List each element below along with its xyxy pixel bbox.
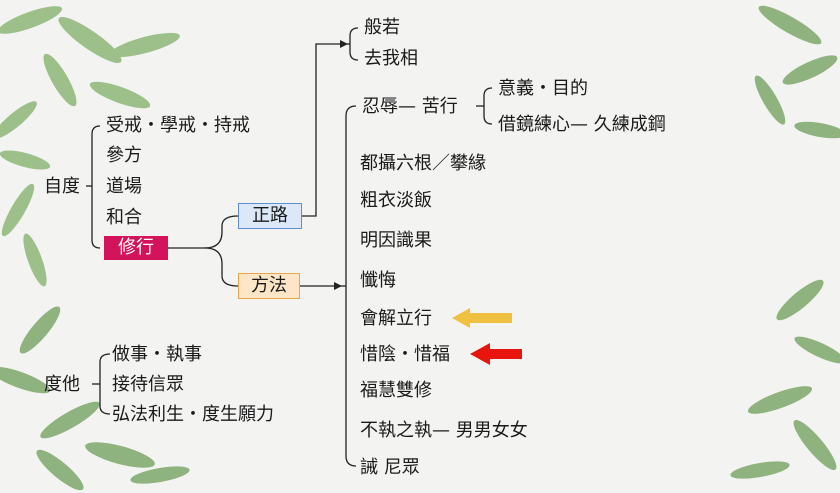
- forbearance-subitem: 意義・目的: [498, 78, 588, 99]
- right-path-node: 正路: [238, 203, 302, 229]
- method-item-forbearance: 忍辱— 苦行: [362, 96, 458, 117]
- other-item: 弘法利生・度生願力: [112, 404, 274, 425]
- self-item: 和合: [106, 207, 142, 228]
- method-item: 惜陰・惜福: [360, 344, 450, 365]
- self-item: 參方: [106, 145, 142, 166]
- gold-arrow-icon: [452, 308, 512, 328]
- leaf-decoration-top-left: [0, 6, 180, 287]
- method-item: 會解立行: [360, 308, 432, 329]
- method-item: 都攝六根／攀緣: [360, 153, 486, 174]
- practice-node: 修行: [104, 236, 168, 260]
- method-item: 粗衣淡飯: [360, 190, 432, 211]
- method-item: 明因識果: [360, 230, 432, 251]
- method-item: 誡 尼眾: [360, 457, 420, 478]
- method-item: 不執之執— 男男女女: [360, 420, 528, 441]
- other-item: 做事・執事: [112, 344, 202, 365]
- leaf-decoration-top-right: [754, 5, 840, 139]
- leaf-decoration-bottom-left: [0, 306, 190, 491]
- arrowheads: [334, 40, 348, 290]
- self-item: 道場: [106, 176, 142, 197]
- connector-lines: [86, 27, 493, 467]
- right-path-item: 去我相: [364, 48, 418, 69]
- red-arrow-icon: [470, 343, 522, 365]
- other-item: 接待信眾: [112, 374, 184, 395]
- self-item: 受戒・學戒・持戒: [106, 115, 250, 136]
- method-node: 方法: [238, 273, 300, 299]
- method-item: 懺悔: [360, 270, 396, 291]
- other-root-label: 度他: [44, 374, 80, 395]
- leaf-decoration-bottom-right: [730, 279, 840, 479]
- right-path-item: 般若: [364, 17, 400, 38]
- method-item: 福慧雙修: [360, 380, 432, 401]
- self-root-label: 自度: [44, 176, 80, 197]
- forbearance-subitem: 借鏡練心— 久練成鋼: [498, 114, 666, 135]
